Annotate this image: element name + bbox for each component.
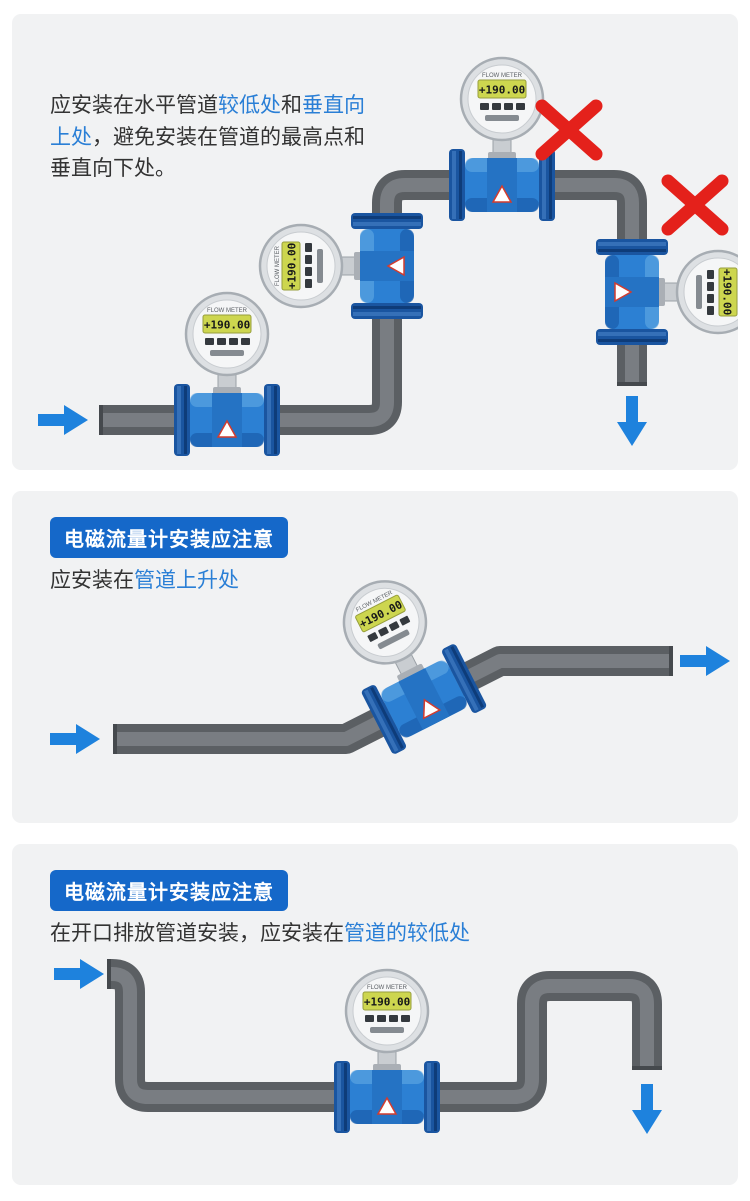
flow-out-down-arrow-icon	[617, 396, 647, 446]
flow-in-arrow-icon	[54, 959, 104, 989]
flowmeter-vertical-down-wrong	[594, 237, 738, 347]
pipe-open-end-right	[669, 646, 673, 676]
instruction-highlight: 管道的较低处	[344, 922, 470, 945]
pipe-open-end-left	[113, 724, 117, 754]
pipe-open-end-bottom-right	[632, 1066, 662, 1070]
instruction-part: ，避免安装在管道的最高点和垂直向下处。	[50, 125, 365, 181]
flowmeter-high-point-wrong	[447, 56, 557, 223]
pipe-open-end-bottom-right	[617, 382, 647, 386]
pipe-diagram-rising	[50, 560, 730, 757]
pipe-diagram-open-discharge	[54, 959, 662, 1135]
instruction-text: 在开口排放管道安装，应安装在管道的较低处	[50, 918, 470, 950]
notice-badge: 电磁流量计安装应注意	[50, 870, 288, 911]
panel-horizontal-install-rule: 应安装在水平管道较低处和垂直向上处，避免安装在管道的最高点和垂直向下处。	[12, 14, 738, 470]
instruction-part: 应安装在水平管道	[50, 94, 218, 117]
instruction-highlight: 垂直向上处	[50, 94, 365, 149]
flowmeter-horizontal-low-ok	[172, 291, 282, 458]
flowmeter-vertical-up-ok	[258, 211, 425, 321]
instruction-highlight: 管道上升处	[134, 569, 239, 592]
wrong-x-icon-top	[542, 106, 596, 154]
pipe-open-end-left	[107, 959, 111, 989]
notice-badge: 电磁流量计安装应注意	[50, 517, 288, 558]
instruction-highlight: 较低处	[218, 94, 281, 117]
panel-rising-pipe-rule: 电磁流量计安装应注意 应安装在管道上升处	[12, 491, 738, 823]
flowmeter-at-low-point-ok	[332, 968, 442, 1135]
flow-in-arrow-icon	[50, 724, 100, 754]
instruction-part: 和	[281, 94, 302, 117]
instruction-text: 应安装在水平管道较低处和垂直向上处，避免安装在管道的最高点和垂直向下处。	[50, 90, 374, 185]
instruction-part: 应安装在	[50, 569, 134, 592]
pipe-open-end-left	[99, 405, 103, 435]
flow-out-down-arrow-icon	[632, 1084, 662, 1134]
wrong-x-icon-right	[668, 181, 722, 229]
pipe-diagram-horizontal-rule	[38, 56, 738, 458]
flow-in-arrow-icon	[38, 405, 88, 435]
panel-open-discharge-rule: 电磁流量计安装应注意 在开口排放管道安装，应安装在管道的较低处	[12, 844, 738, 1185]
flow-out-arrow-icon	[680, 646, 730, 676]
instruction-part: 在开口排放管道安装，应安装在	[50, 922, 344, 945]
instruction-text: 应安装在管道上升处	[50, 565, 239, 597]
